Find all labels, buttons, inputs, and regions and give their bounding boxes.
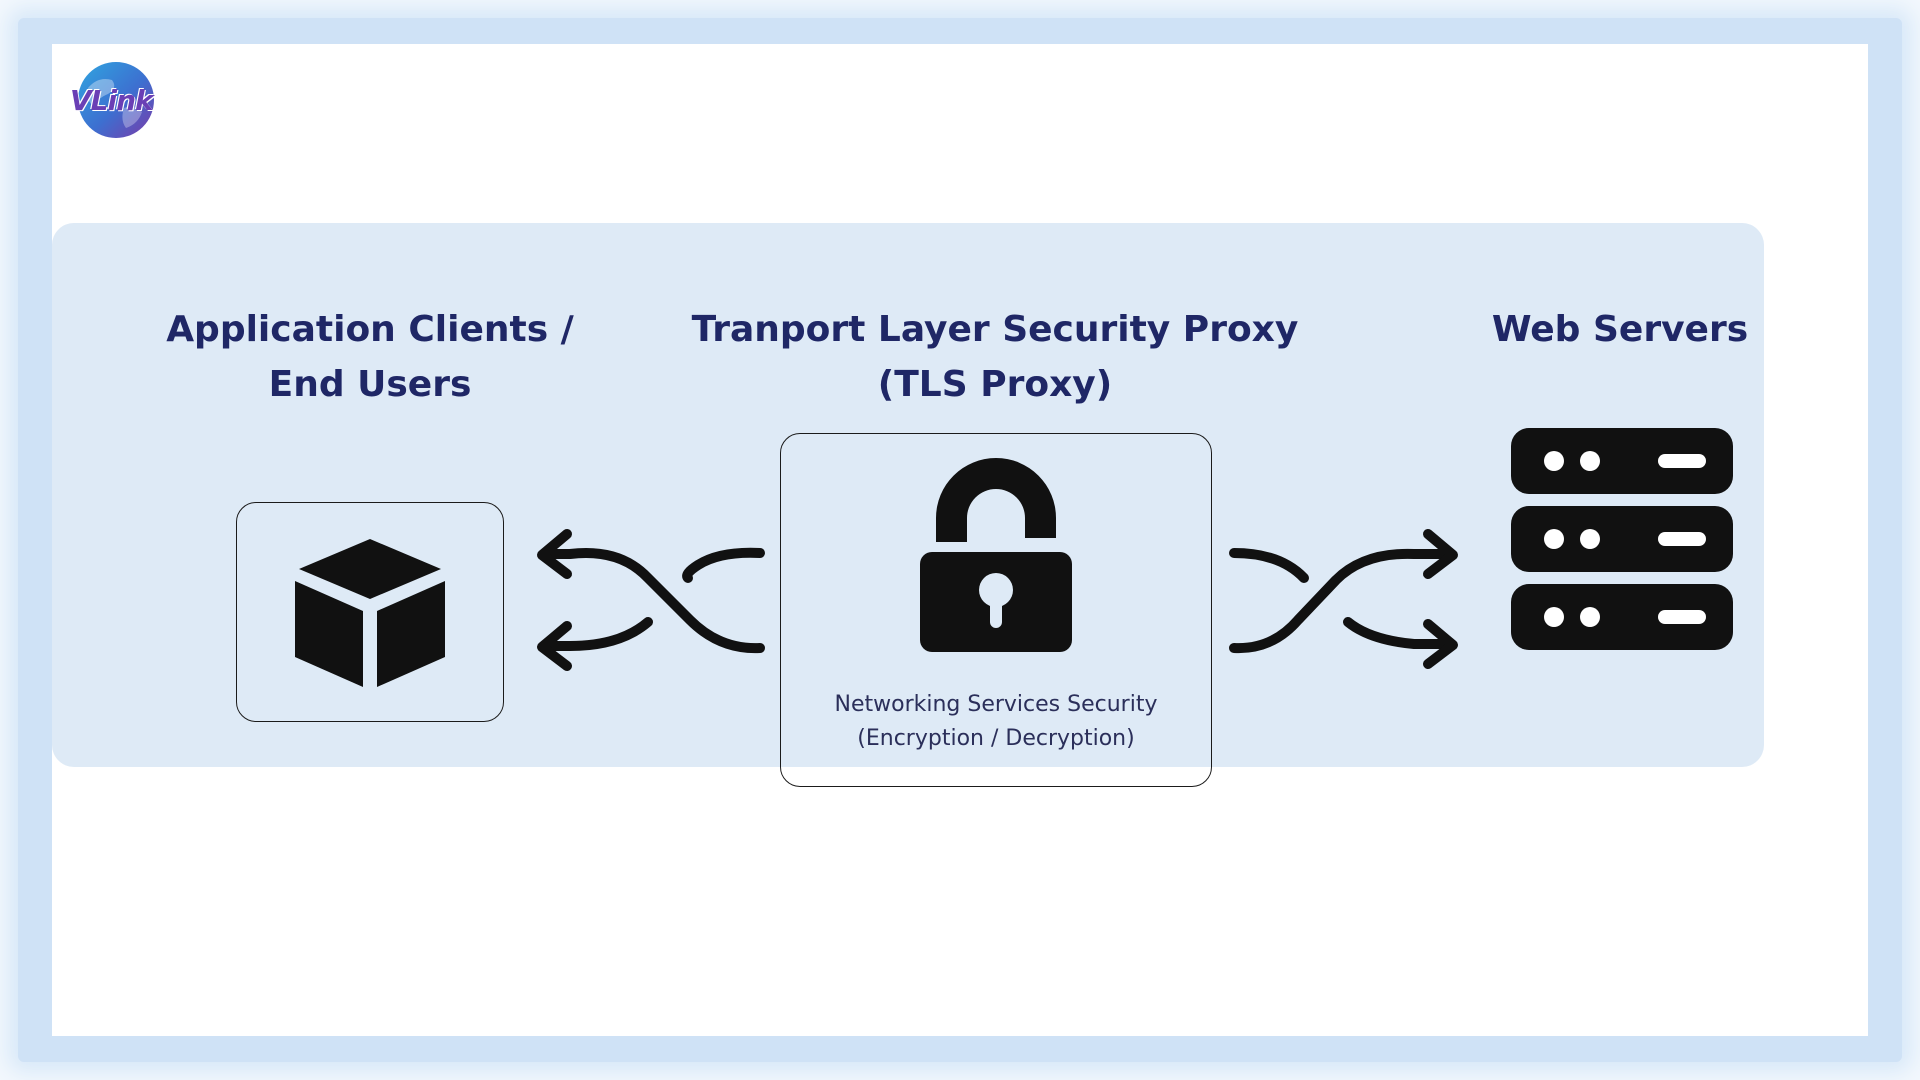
- caption-line-1: Networking Services Security: [834, 692, 1158, 717]
- diagram-panel: [52, 223, 1764, 767]
- caption-line-2: (Encryption / Decryption): [857, 726, 1135, 751]
- crossing-arrows-left-icon: [537, 529, 765, 671]
- servers-title: Web Servers: [1491, 309, 1749, 350]
- cube-icon: [295, 539, 445, 687]
- logo-text: VLink: [70, 84, 154, 117]
- unlocked-padlock-icon: [920, 458, 1072, 652]
- proxy-caption: Networking Services Security (Encryption…: [780, 688, 1212, 756]
- clients-title: Application Clients / End Users: [166, 309, 574, 405]
- crossing-arrows-right-icon: [1229, 529, 1458, 669]
- proxy-node-box: Networking Services Security (Encryption…: [780, 433, 1212, 787]
- globe-logo-icon: [78, 62, 154, 138]
- proxy-title: Tranport Layer Security Proxy (TLS Proxy…: [691, 309, 1299, 405]
- vlink-logo: VLink: [60, 52, 184, 152]
- client-node-box: [236, 502, 504, 722]
- server-rack-icon: [1511, 428, 1733, 650]
